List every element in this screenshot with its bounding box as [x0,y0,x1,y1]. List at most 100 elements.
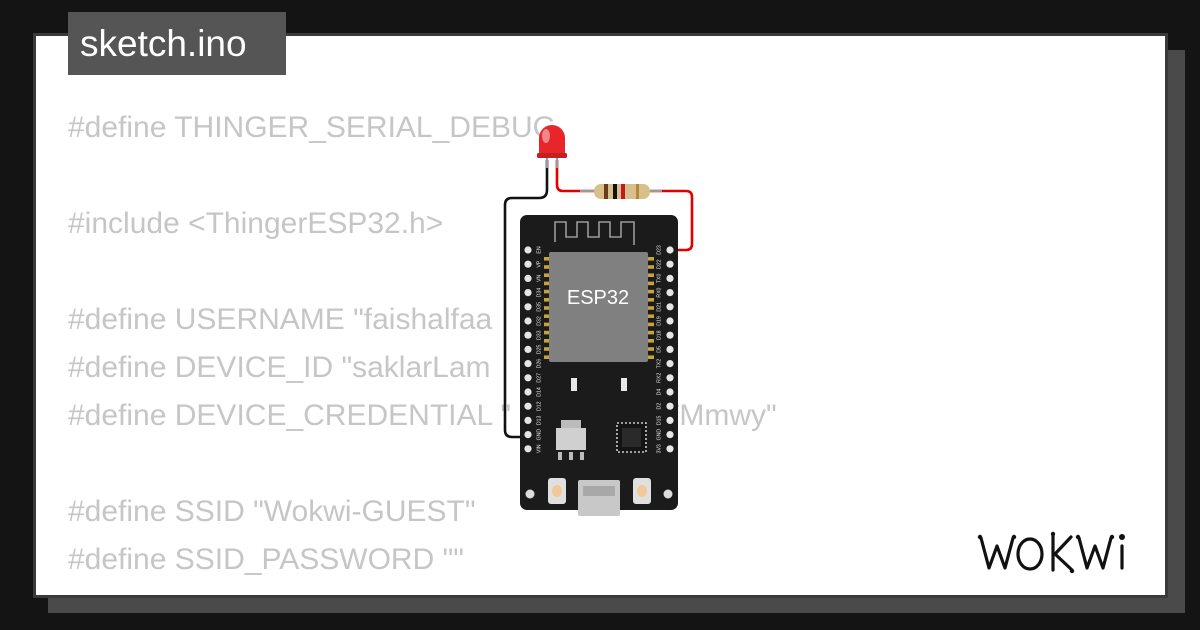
chip-pad [544,306,550,310]
pin-hole[interactable] [666,331,674,339]
pin-label: GND [656,429,662,441]
pin-label: D27 [536,373,542,383]
chip-pad [544,314,550,318]
pin-hole[interactable] [666,274,674,282]
pin-hole[interactable] [666,345,674,353]
esp32-board-icon[interactable]: ESP32 ENVPVND34D35D32D33D25D26D27D14D12D… [520,215,678,516]
pin-hole[interactable] [524,360,532,368]
pin-hole[interactable] [666,360,674,368]
pin-hole[interactable] [524,345,532,353]
chip-pad [648,330,654,335]
pin-label: D5 [656,346,662,353]
pin-hole[interactable] [524,388,532,396]
code-line: #define SSID "Wokwi-GUEST" [68,495,476,528]
chip-pad [648,314,654,318]
pin-label: RX0 [656,287,662,297]
pin-label: D13 [536,416,542,426]
pin-label: TX0 [656,274,662,284]
pin-label: D32 [536,316,542,326]
chip-pad [544,347,550,351]
pin-hole[interactable] [666,431,674,439]
code-listing: #define THINGER_SERIAL_DEBUG #include <Th… [68,104,777,584]
chip-pad [544,339,550,343]
pin-hole[interactable] [524,317,532,325]
resistor-icon[interactable] [580,184,662,199]
chip-pad [544,355,550,359]
code-line: #define DEVICE_CREDENTIAL " XOGTMmwy" [68,399,777,432]
pin-hole[interactable] [524,416,532,424]
chip-pad [648,265,654,269]
pin-hole[interactable] [666,402,674,410]
pin-hole[interactable] [666,388,674,396]
chip-pad [544,265,550,269]
chip-pad [544,322,550,327]
red-wire-led [555,160,595,193]
black-wire [503,160,549,439]
pin-label: D21 [656,302,662,312]
pin-label: D4 [656,389,662,396]
pin-label: D12 [536,401,542,411]
wokwi-logo[interactable] [975,524,1150,580]
chip-pad [544,330,550,335]
chip-pad [648,347,654,351]
pin-hole[interactable] [666,246,674,254]
pin-label: VP [536,260,542,267]
pin-label: D2 [656,403,662,410]
code-line: #include <ThingerESP32.h> [68,207,444,240]
pin-label: D14 [536,387,542,397]
pin-hole[interactable] [666,260,674,268]
file-name: sketch.ino [80,23,247,64]
chip-pad [544,298,550,302]
pin-label: EN [536,246,542,253]
red-wire-board [650,189,694,252]
chip-label: ESP32 [567,287,629,309]
pin-hole[interactable] [524,431,532,439]
pin-hole[interactable] [666,445,674,453]
pin-label: D25 [536,345,542,355]
pin-hole[interactable] [524,260,532,268]
chip-pad [544,273,550,277]
pin-label: D22 [656,259,662,269]
code-line: #define SSID_PASSWORD "" [68,543,464,576]
code-line: #define THINGER_SERIAL_DEBUG [68,111,556,144]
chip-pad [544,257,550,261]
pin-hole[interactable] [524,374,532,382]
pin-label: VIN [536,444,542,453]
file-name-tab[interactable]: sketch.ino [68,12,286,75]
pin-hole[interactable] [524,331,532,339]
pin-label: D19 [656,316,662,326]
chip-pad [648,273,654,277]
pin-label: D23 [656,245,662,255]
pin-hole[interactable] [666,374,674,382]
chip-pad [648,281,654,286]
pin-label: 3V3 [656,444,662,453]
pin-label: D26 [536,359,542,369]
chip-pad [544,289,550,294]
led-icon[interactable] [537,125,567,168]
pin-hole[interactable] [666,289,674,297]
pin-hole[interactable] [524,303,532,311]
pin-hole[interactable] [666,317,674,325]
chip-pad [648,339,654,343]
pin-label: TX2 [656,359,662,369]
pin-hole[interactable] [524,445,532,453]
pin-hole[interactable] [666,416,674,424]
pin-label: RX2 [656,373,662,383]
pin-hole[interactable] [666,303,674,311]
chip-pad [648,298,654,302]
chip-pad [648,289,654,294]
chip-pad [648,322,654,327]
chip-pad [648,257,654,261]
chip-pad [648,355,654,359]
pin-hole[interactable] [524,402,532,410]
pin-label: D18 [656,330,662,340]
pin-label: D15 [656,416,662,426]
pin-hole[interactable] [524,289,532,297]
pin-hole[interactable] [524,246,532,254]
pin-label: VN [536,275,542,282]
pin-label: D35 [536,302,542,312]
pin-label: D33 [536,330,542,340]
pin-hole[interactable] [524,274,532,282]
pin-label: GND [536,429,542,441]
chip-pad [648,306,654,310]
